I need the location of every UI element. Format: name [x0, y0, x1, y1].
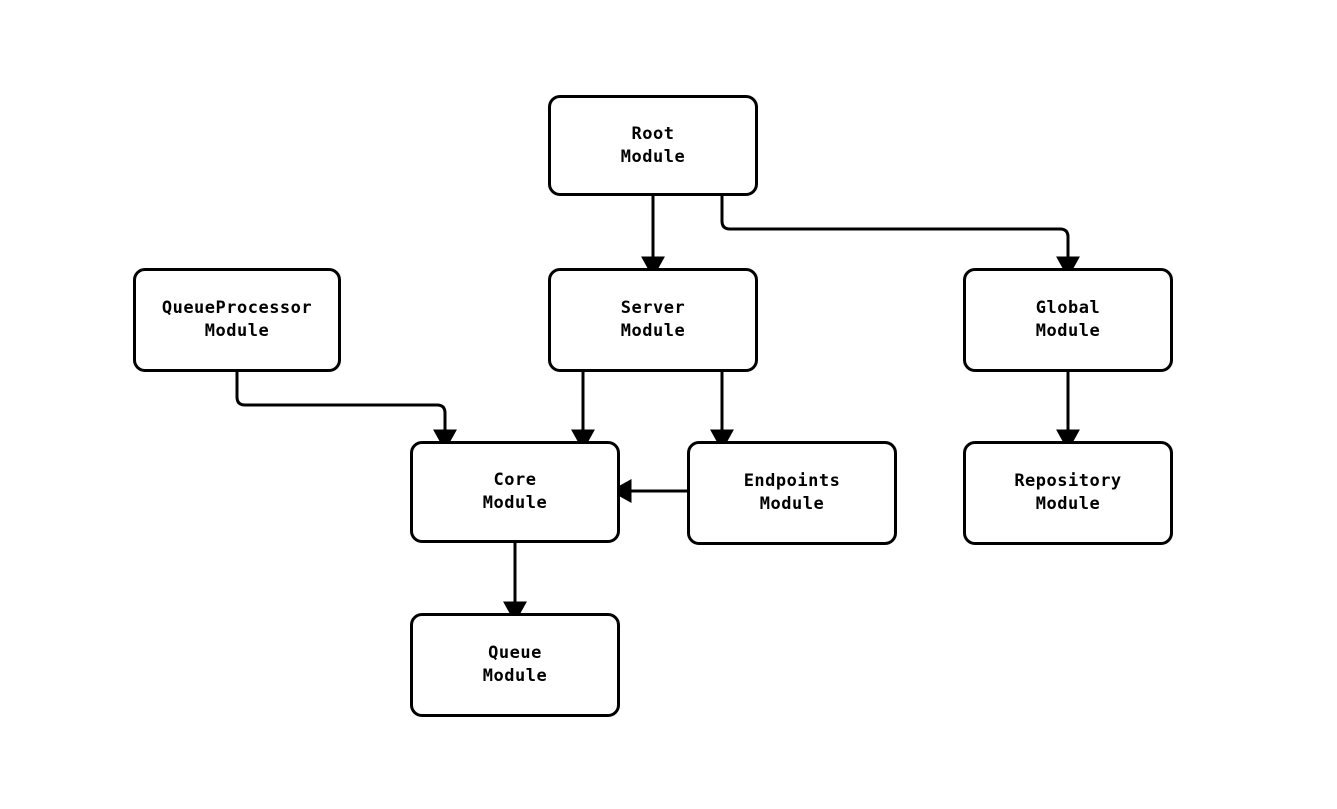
- node-label-queue: Queue Module: [482, 643, 548, 686]
- node-root[interactable]: Root Module: [548, 95, 758, 196]
- node-label-global: Global Module: [1035, 298, 1101, 341]
- node-server[interactable]: Server Module: [548, 268, 758, 372]
- node-endpoints[interactable]: Endpoints Module: [687, 441, 897, 545]
- node-queueprocessor[interactable]: QueueProcessor Module: [133, 268, 341, 372]
- edge-paths: [235, 196, 1080, 623]
- edge-queueprocessor-to-core: [235, 372, 457, 451]
- node-label-queueprocessor: QueueProcessor Module: [161, 298, 313, 341]
- node-label-core: Core Module: [482, 470, 548, 513]
- node-queue[interactable]: Queue Module: [410, 613, 620, 717]
- node-core[interactable]: Core Module: [410, 441, 620, 543]
- node-repository[interactable]: Repository Module: [963, 441, 1173, 545]
- node-global[interactable]: Global Module: [963, 268, 1173, 372]
- node-label-server: Server Module: [620, 298, 686, 341]
- node-label-root: Root Module: [620, 123, 686, 167]
- node-label-endpoints: Endpoints Module: [743, 471, 841, 514]
- node-label-repository: Repository Module: [1014, 471, 1122, 514]
- edge-root-to-global: [720, 196, 1080, 278]
